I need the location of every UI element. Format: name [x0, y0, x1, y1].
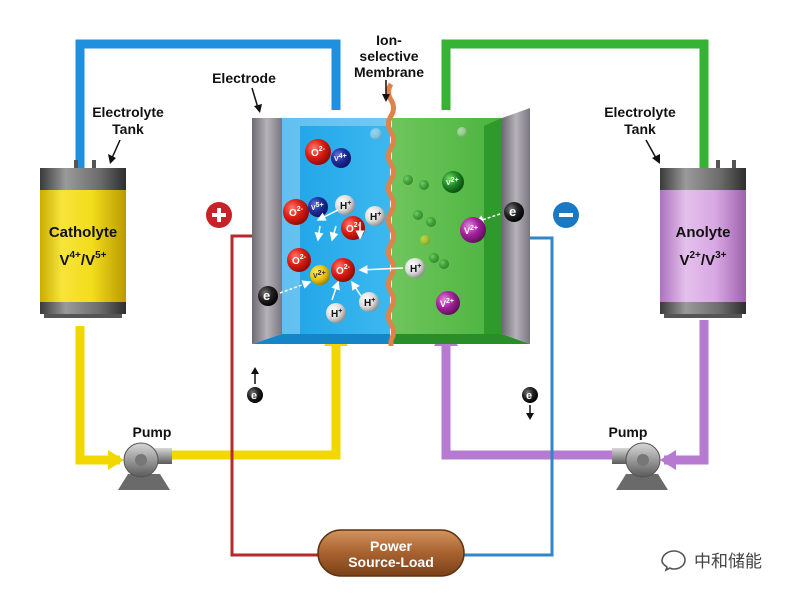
catholyte-formula: V4+/V5+: [59, 250, 106, 269]
left-tank-label-line2: Tank: [112, 121, 144, 137]
ion-v2-purple-1: V2+: [460, 217, 486, 243]
pump-right-label: Pump: [609, 424, 648, 440]
membrane-label-line1: Ion-: [376, 32, 402, 48]
svg-text:V2+: V2+: [446, 177, 459, 187]
power-label-line2: Source-Load: [348, 554, 434, 570]
ion-v2-yellow: V2+: [310, 265, 330, 285]
purple-pipe: [441, 340, 614, 460]
membrane-label-line2: selective: [359, 48, 418, 64]
faint-ions-right: [403, 127, 467, 269]
svg-text:e: e: [526, 390, 532, 402]
svg-text:H+: H+: [370, 211, 381, 223]
svg-text:O2-: O2-: [292, 254, 307, 267]
anolyte-formula: V2+/V3+: [679, 250, 726, 269]
svg-text:V2+: V2+: [464, 225, 478, 236]
svg-text:O2-: O2-: [311, 146, 326, 159]
ion-o2-4: O2-: [287, 248, 311, 272]
membrane-label-line3: Membrane: [354, 64, 424, 80]
blue-wire: [460, 236, 554, 557]
svg-text:O2-: O2-: [346, 222, 361, 235]
ion-o2-5: O2-: [331, 258, 355, 282]
ion-h-5: H+: [405, 258, 425, 278]
svg-text:H+: H+: [364, 297, 375, 309]
left-pump: [118, 442, 172, 490]
anolyte-tank: [660, 160, 746, 318]
anolyte-label: Anolyte: [675, 224, 730, 241]
ion-h-faint-1: [370, 128, 382, 140]
electron-right-wire: e: [522, 387, 538, 420]
svg-text:H+: H+: [340, 200, 351, 212]
blue-pipe: [75, 39, 341, 186]
watermark: 中和储能: [661, 550, 762, 572]
left-electrode: [252, 118, 282, 344]
ion-v5-1: V5+: [308, 197, 328, 217]
ion-selective-membrane: [386, 82, 396, 342]
red-wire: [230, 234, 322, 557]
right-tank-label-line2: Tank: [624, 121, 656, 137]
ion-o2-1: O2-: [305, 139, 331, 165]
electrode-label: Electrode: [212, 70, 276, 86]
svg-text:H+: H+: [410, 263, 421, 275]
ion-o2-2: O2-: [283, 199, 309, 225]
catholyte-tank: [40, 160, 126, 318]
svg-text:e: e: [251, 390, 257, 402]
svg-text:中和储能: 中和储能: [694, 552, 762, 572]
catholyte-label: Catholyte: [49, 224, 117, 241]
power-label-line1: Power: [370, 538, 413, 554]
svg-text:O2-: O2-: [336, 264, 351, 277]
plus-sign-icon: [206, 202, 232, 228]
ion-h-2: H+: [365, 206, 385, 226]
minus-sign-icon: [553, 202, 579, 228]
wechat-icon: [661, 550, 686, 572]
electron-left-cell: e: [258, 286, 278, 306]
electron-right-cell: e: [504, 202, 524, 222]
svg-text:V5+: V5+: [311, 202, 324, 212]
ion-h-1: H+: [335, 195, 355, 215]
yellow-pipe: [75, 326, 120, 465]
right-electrode: [502, 108, 530, 344]
svg-text:O2-: O2-: [289, 206, 304, 219]
ion-h-4: H+: [326, 303, 346, 323]
left-tank-pointer: [111, 139, 121, 159]
pump-left-label: Pump: [133, 424, 172, 440]
electrode-pointer: [251, 87, 259, 109]
ion-h-3: H+: [359, 292, 379, 312]
svg-text:V4+: V4+: [334, 153, 347, 163]
svg-text:V2+: V2+: [440, 298, 454, 309]
ion-o2-3: O2-: [341, 216, 365, 240]
power-source-load: [317, 529, 465, 577]
electron-left-wire: e: [247, 367, 263, 403]
right-tank-pointer: [645, 139, 657, 159]
svg-text:H+: H+: [331, 308, 342, 320]
ion-v2-green: V2+: [442, 171, 464, 193]
ion-v2-purple-2: V2+: [436, 291, 460, 315]
green-pipe: [441, 39, 709, 172]
ion-v4-1: V4+: [331, 148, 351, 168]
right-pump: [612, 442, 668, 490]
svg-text:e: e: [509, 204, 516, 219]
svg-text:e: e: [263, 288, 270, 303]
svg-text:V2+: V2+: [313, 270, 326, 280]
right-tank-label-line1: Electrolyte: [604, 104, 676, 120]
left-tank-label-line1: Electrolyte: [92, 104, 164, 120]
